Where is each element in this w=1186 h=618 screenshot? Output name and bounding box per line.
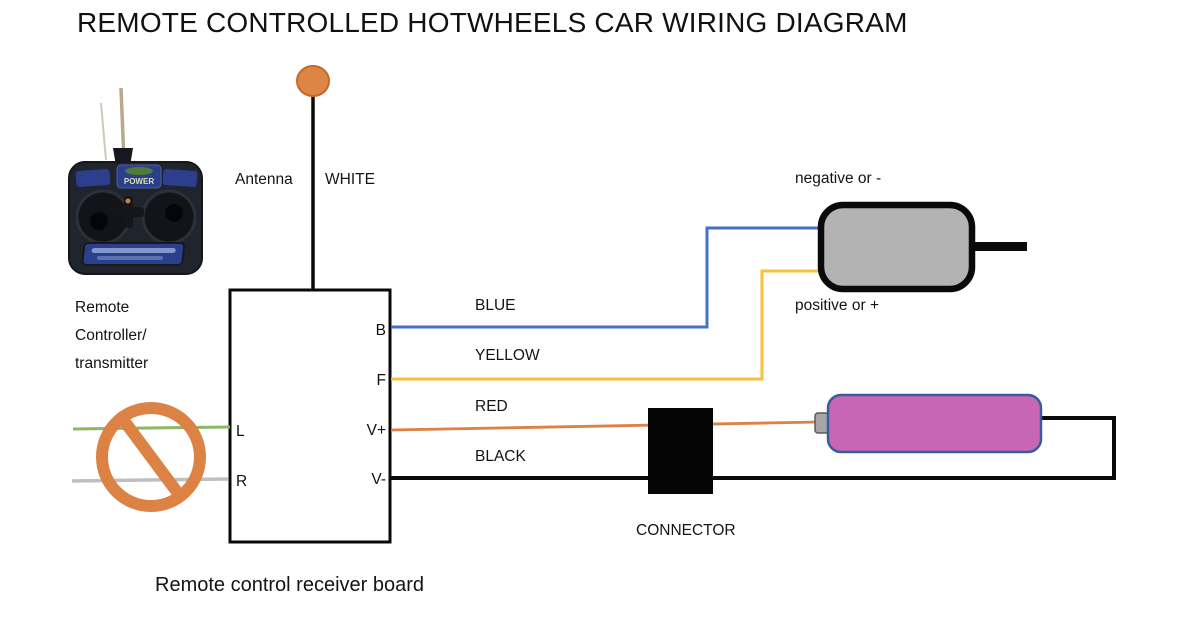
controller-indicator-dot bbox=[125, 198, 131, 204]
page-title: REMOTE CONTROLLED HOTWHEELS CAR WIRING D… bbox=[77, 7, 908, 38]
yellow-wire bbox=[391, 269, 820, 381]
terminal-label-f: F bbox=[376, 372, 386, 389]
receiver-board bbox=[228, 288, 392, 544]
terminal-label-b: B bbox=[375, 322, 386, 339]
controller-stick-left bbox=[90, 212, 108, 230]
controller-caption-line1: Remote bbox=[75, 299, 130, 316]
controller-stick-right bbox=[165, 204, 183, 222]
terminal-label-vminus: V- bbox=[371, 471, 386, 488]
controller-banner bbox=[81, 242, 186, 266]
controller-trim-horizontal bbox=[112, 207, 144, 217]
connector-block bbox=[648, 408, 713, 494]
black-wire bbox=[391, 416, 1116, 480]
red-wire bbox=[390, 420, 821, 432]
controller-caption-line2: Controller/ bbox=[75, 327, 147, 344]
blue-wire-label: BLUE bbox=[475, 297, 516, 314]
white-wire-label: WHITE bbox=[325, 171, 375, 188]
remote-controller-photo: POWER bbox=[68, 87, 203, 275]
receiver-board-caption: Remote control receiver board bbox=[155, 574, 425, 596]
controller-decal-left bbox=[75, 169, 111, 187]
motor bbox=[817, 201, 976, 293]
motor-shaft bbox=[974, 242, 1027, 251]
green-left-wire bbox=[72, 425, 231, 431]
controller-decal-green bbox=[125, 167, 153, 175]
terminal-label-r: R bbox=[236, 473, 248, 490]
black-wire-label: BLACK bbox=[475, 448, 526, 465]
yellow-wire-label: YELLOW bbox=[475, 347, 540, 364]
controller-caption: Remote Controller/ transmitter bbox=[75, 294, 148, 378]
controller-caption-line3: transmitter bbox=[75, 355, 149, 372]
red-wire-label: RED bbox=[475, 398, 508, 415]
prohibition-icon bbox=[96, 402, 206, 512]
motor-negative-label: negative or - bbox=[795, 170, 882, 187]
antenna-ball-icon bbox=[296, 65, 330, 97]
connector-label: CONNECTOR bbox=[636, 522, 736, 539]
controller-power-label: POWER bbox=[124, 177, 154, 186]
controller-antenna-thin bbox=[100, 102, 107, 161]
battery bbox=[826, 393, 1043, 454]
terminal-label-l: L bbox=[236, 423, 245, 440]
antenna-label: Antenna bbox=[235, 171, 293, 188]
blue-wire bbox=[391, 226, 820, 329]
motor-positive-label: positive or + bbox=[795, 297, 880, 314]
controller-decal-right bbox=[162, 169, 198, 187]
terminal-label-vplus: V+ bbox=[366, 422, 386, 439]
gray-right-wire bbox=[71, 477, 229, 483]
